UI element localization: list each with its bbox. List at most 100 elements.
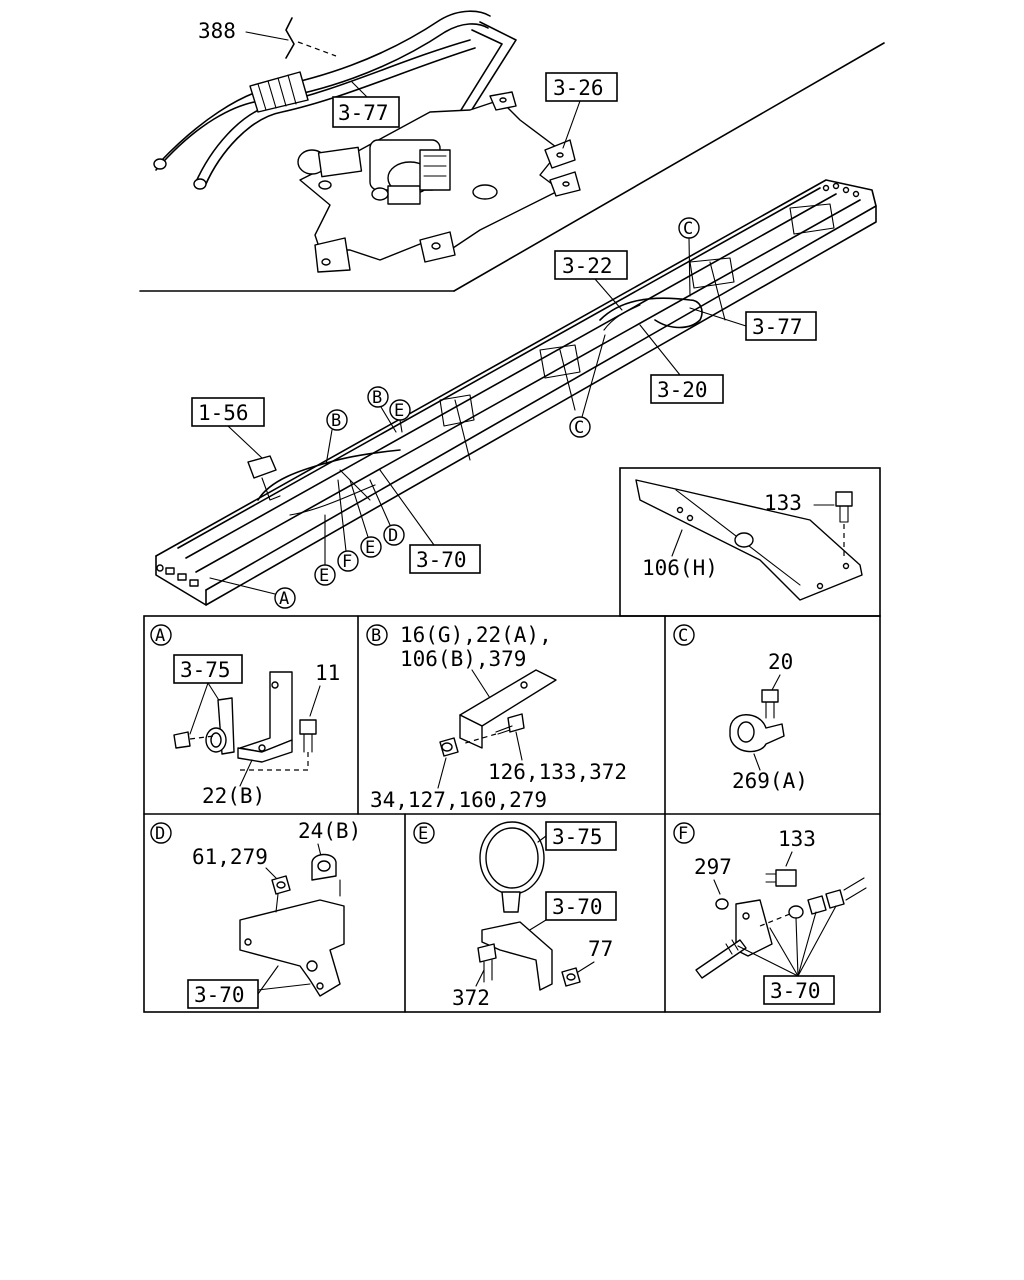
panel-c-20: 20 bbox=[768, 650, 793, 674]
callout-c-top: C bbox=[678, 217, 700, 297]
svg-text:E: E bbox=[394, 401, 404, 421]
svg-text:A: A bbox=[279, 589, 289, 609]
svg-text:B: B bbox=[372, 388, 382, 408]
label-106h: 106(H) bbox=[642, 556, 718, 580]
corrugated-sleeve bbox=[249, 71, 309, 113]
callout-e-top: E bbox=[389, 399, 411, 433]
svg-text:C: C bbox=[683, 219, 693, 239]
label-3-22: 3-22 bbox=[562, 254, 613, 278]
panel-b-line2: 106(B),379 bbox=[400, 647, 526, 671]
wire-harness-front bbox=[257, 449, 401, 501]
callout-e-2: E bbox=[349, 479, 382, 558]
panel-a-letter: A bbox=[155, 626, 165, 646]
panel-f-cable bbox=[695, 939, 747, 979]
label-3-77-right: 3-77 bbox=[752, 315, 803, 339]
callout-f: F bbox=[337, 479, 359, 572]
panel-b: B 16(G),22(A), 106(B),379 126,133,372 34… bbox=[366, 623, 627, 812]
wire-harness-rear bbox=[599, 297, 703, 329]
svg-text:C: C bbox=[574, 418, 584, 438]
hose-upper-2 bbox=[155, 23, 489, 171]
top-inset-assembly: 388 3-77 3-26 bbox=[139, 10, 885, 292]
cross-member-1 bbox=[439, 394, 475, 427]
cross-member-3 bbox=[689, 257, 735, 289]
ref-box-3-22 bbox=[554, 250, 628, 280]
label-3-70-main: 3-70 bbox=[416, 548, 467, 572]
panel-d-bracket bbox=[239, 899, 345, 997]
svg-text:E: E bbox=[319, 566, 329, 586]
panel-a-ref: 3-75 bbox=[180, 658, 231, 682]
panel-b-line4: 34,127,160,279 bbox=[370, 788, 547, 812]
panel-c-269a: 269(A) bbox=[732, 769, 808, 793]
panel-a-22b: 22(B) bbox=[202, 784, 265, 808]
cross-member-2 bbox=[539, 344, 581, 379]
callout-b-1: B bbox=[325, 409, 348, 466]
panel-c-letter: C bbox=[678, 626, 688, 646]
hose-end-1 bbox=[153, 158, 167, 170]
panel-b-letter: B bbox=[371, 626, 381, 646]
svg-text:D: D bbox=[388, 526, 398, 546]
panel-c: C 20 269(A) bbox=[673, 624, 808, 793]
frame-rail-inner-2 bbox=[185, 193, 837, 559]
panel-f-ref: 3-70 bbox=[770, 979, 821, 1003]
panel-e-372: 372 bbox=[452, 986, 490, 1010]
svg-text:F: F bbox=[342, 552, 352, 572]
panel-d-61-279: 61,279 bbox=[192, 845, 268, 869]
ref-box-3-77-top bbox=[332, 96, 400, 128]
panel-a-bracket bbox=[239, 671, 293, 753]
frame-rail-inner-3 bbox=[195, 199, 861, 573]
panel-d-ref-box bbox=[187, 979, 259, 1009]
bracket-foot bbox=[314, 237, 351, 273]
label-388: 388 bbox=[198, 19, 236, 43]
frame-rail-front bbox=[155, 179, 877, 591]
bolt-133-head bbox=[835, 491, 853, 507]
label-3-20: 3-20 bbox=[657, 378, 708, 402]
panel-e-bracket bbox=[481, 921, 553, 991]
detail-grid bbox=[143, 615, 881, 1013]
callout-d: D bbox=[369, 479, 405, 546]
panel-e-ref-mid-box bbox=[545, 891, 617, 921]
label-133-inset: 133 bbox=[764, 491, 802, 515]
panel-f-133: 133 bbox=[778, 827, 816, 851]
callout-e-1: E bbox=[314, 514, 336, 586]
panel-f-297: 297 bbox=[694, 855, 732, 879]
panel-a-11: 11 bbox=[315, 661, 340, 685]
component-1-56 bbox=[247, 455, 277, 479]
chassis-frame bbox=[155, 179, 877, 606]
label-3-26: 3-26 bbox=[553, 76, 604, 100]
panel-e-ref-mid: 3-70 bbox=[552, 895, 603, 919]
panel-e-ref-top: 3-75 bbox=[552, 825, 603, 849]
panel-e-77: 77 bbox=[588, 937, 613, 961]
inset-106h: 133 106(H) bbox=[619, 467, 881, 617]
panel-d-24b: 24(B) bbox=[298, 819, 361, 843]
frame-front-end bbox=[155, 555, 207, 606]
callout-b-2: B bbox=[367, 386, 397, 433]
ref-box-3-77-right bbox=[745, 311, 817, 341]
hose-end-2 bbox=[193, 178, 207, 190]
label-3-77-top: 3-77 bbox=[338, 101, 389, 125]
frame-rail-inner bbox=[177, 187, 821, 549]
hose-upper bbox=[159, 10, 491, 163]
main-labels: 3-22 3-77 3-20 1-56 3-70 C C B bbox=[191, 217, 817, 609]
panel-a: A 3-75 11 22(B) bbox=[150, 624, 340, 808]
ref-box-3-70-main bbox=[409, 544, 481, 574]
panel-d: D 24(B) 61,279 3-70 bbox=[150, 819, 361, 1009]
panel-f-letter: F bbox=[678, 824, 688, 844]
callout-c-bottom: C bbox=[569, 334, 606, 438]
panel-d-letter: D bbox=[155, 824, 165, 844]
panel-c-bolt bbox=[761, 689, 779, 703]
ref-box-3-20 bbox=[650, 374, 724, 404]
bracket-hole bbox=[472, 184, 498, 200]
cross-member-4 bbox=[789, 203, 835, 235]
panel-f-bolt bbox=[775, 869, 797, 887]
svg-text:B: B bbox=[331, 411, 341, 431]
panel-b-line3: 126,133,372 bbox=[488, 760, 627, 784]
panel-d-ref: 3-70 bbox=[194, 983, 245, 1007]
frame-rail-bottom bbox=[205, 205, 877, 606]
leader-388 bbox=[245, 31, 289, 41]
break-symbol bbox=[285, 17, 295, 59]
panel-f: F 133 297 3-70 bbox=[673, 822, 867, 1005]
hose-lower-2 bbox=[204, 47, 476, 187]
panel-a-ref-box bbox=[173, 654, 243, 684]
panel-f-ref-box bbox=[763, 975, 835, 1005]
